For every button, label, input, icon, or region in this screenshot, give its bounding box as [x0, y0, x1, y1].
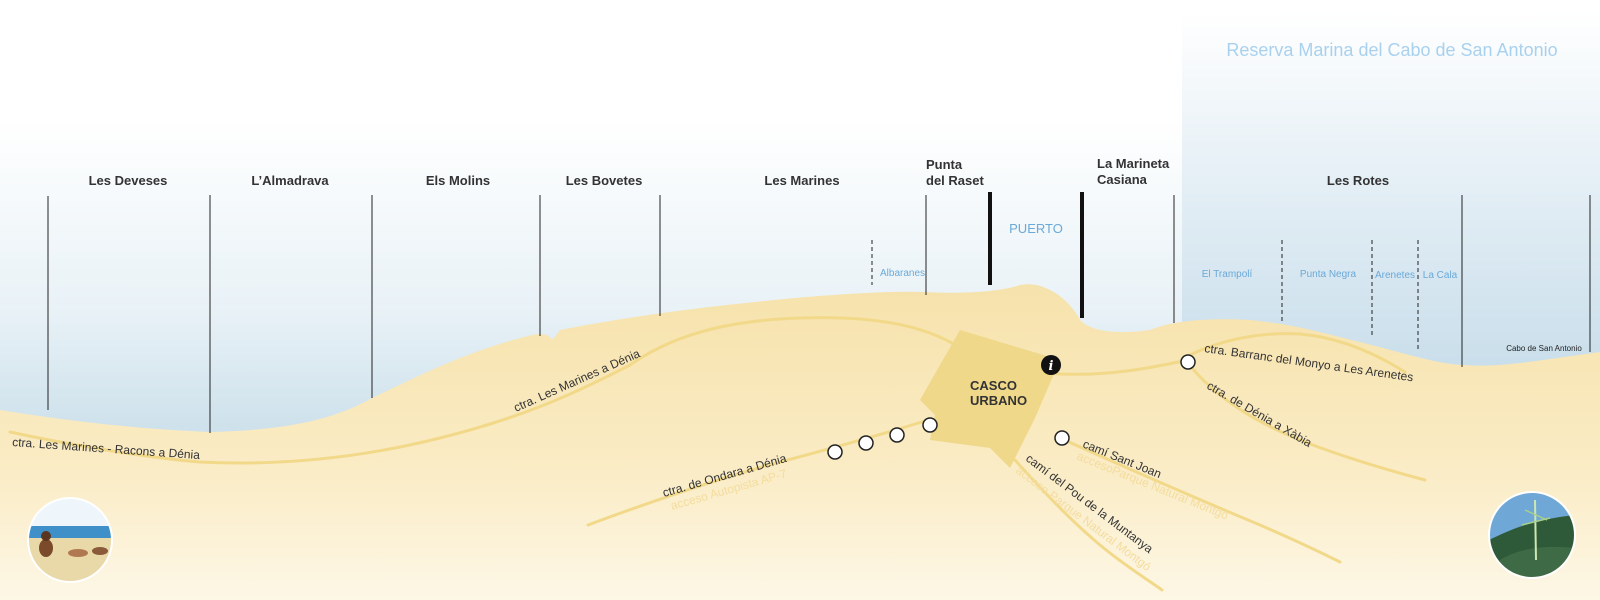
info-icon-glyph: i [1049, 359, 1054, 374]
access-marker[interactable] [889, 427, 905, 443]
zone-dividers [47, 195, 1591, 433]
beach-photo [27, 497, 113, 583]
access-marker[interactable] [827, 444, 843, 460]
access-marker[interactable] [1180, 354, 1196, 370]
town-label-line1: CASCO [970, 378, 1017, 393]
access-marker[interactable] [858, 435, 874, 451]
zone-almadrava: L’Almadrava [251, 173, 329, 188]
port-label: PUERTO [1009, 221, 1063, 236]
zone-punta-raset-line2: del Raset [926, 173, 984, 188]
zone-les-marines: Les Marines [764, 173, 839, 188]
zone-les-deveses: Les Deveses [89, 173, 168, 188]
access-marker[interactable] [922, 417, 938, 433]
access-marker[interactable] [1054, 430, 1070, 446]
coast-photo [1488, 491, 1576, 579]
road-ondara [586, 418, 930, 527]
zone-els-molins: Els Molins [426, 173, 490, 188]
sea-label-punta-negra: Punta Negra [1300, 269, 1357, 280]
zone-la-marineta-line1: La Marineta [1097, 156, 1170, 171]
sea-label-albaranes: Albaranes [880, 268, 925, 279]
land-area [0, 284, 1600, 600]
sea-label-trampoli: El Trampolí [1202, 269, 1253, 280]
marine-reserve-title: Reserva Marina del Cabo de San Antonio [1226, 40, 1557, 60]
sea-label-arenetes: Arenetes [1375, 270, 1415, 281]
zone-les-bovetes: Les Bovetes [566, 173, 643, 188]
sea-label-la-cala: La Cala [1423, 270, 1458, 281]
road-barranc [1188, 332, 1407, 374]
zone-les-rotes: Les Rotes [1327, 173, 1389, 188]
info-icon[interactable]: i [1041, 355, 1061, 375]
casco-urbano-area [920, 330, 1060, 468]
town-label-line2: URBANO [970, 393, 1027, 408]
cape-label: Cabo de San Antonio [1506, 344, 1582, 353]
access-markers [827, 354, 1196, 460]
zone-la-marineta-line2: Casiana [1097, 172, 1148, 187]
road-pou [1013, 458, 1164, 592]
road-xabia [1190, 366, 1427, 482]
road-sant-joan [1058, 436, 1342, 564]
zone-punta-raset-line1: Punta [926, 157, 963, 172]
